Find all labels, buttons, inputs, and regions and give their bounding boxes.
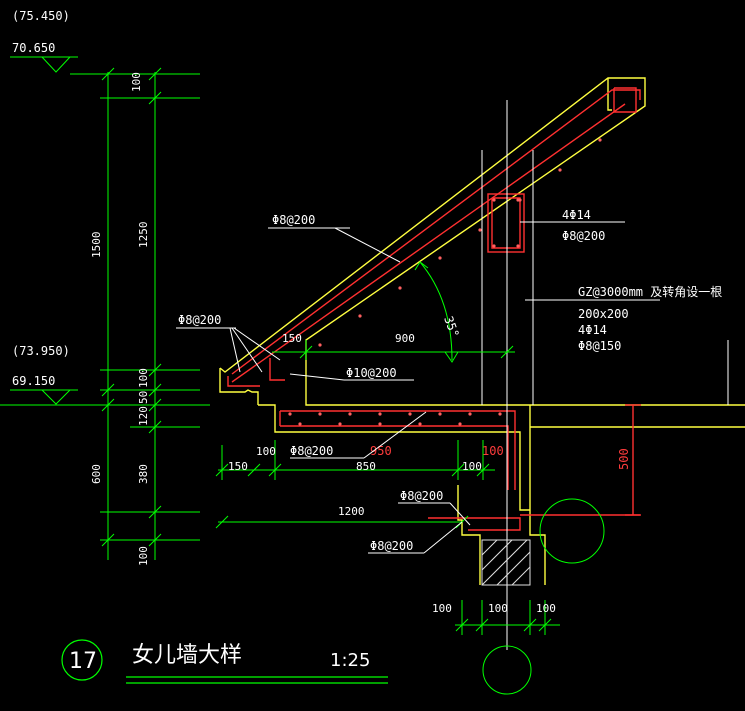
title-block: 17 女儿墙大样 1:25	[61, 639, 388, 684]
dim-1200: 1200	[338, 505, 365, 518]
dim-150-top: 150	[282, 332, 302, 345]
label-bottom-stirrup: Φ8@200	[370, 539, 413, 553]
dim-100-d: 100	[488, 602, 508, 615]
dim-600: 600	[90, 464, 103, 484]
detail-number: 17	[69, 649, 97, 674]
dim-100-e: 100	[536, 602, 556, 615]
dim-100-b: 100	[462, 460, 482, 473]
leader-lines	[176, 221, 660, 554]
dim-1500: 1500	[90, 232, 103, 259]
label-gz-size: 200x200	[578, 307, 629, 321]
dim-100-top: 100	[130, 72, 143, 92]
elevation-marker-top: (75.450) 70.650	[10, 9, 78, 73]
label-angle: 35°	[441, 314, 462, 339]
rebar-dots	[288, 138, 602, 426]
elevation-mid-value: 69.150	[12, 374, 55, 388]
label-right-stirrup: Φ8@200	[400, 489, 443, 503]
rebar-layout	[227, 87, 641, 531]
label-gz-main: 4Φ14	[578, 323, 607, 337]
dim-120: 120	[137, 406, 150, 426]
dim-50: 50	[137, 391, 150, 404]
dim-500: 500	[617, 448, 631, 470]
vertical-dimensions	[0, 67, 210, 560]
horizontal-dimensions	[215, 261, 605, 695]
dim-900: 900	[395, 332, 415, 345]
grid-lines	[481, 100, 729, 650]
label-dist-bar: Φ10@200	[346, 366, 397, 380]
vertical-dimension-labels: 100 1500 1250 100 50 120 600 380 100	[90, 72, 150, 566]
dim-100-a: 100	[256, 445, 276, 458]
label-col-main: 4Φ14	[562, 208, 591, 222]
elevation-mid-paren: (73.950)	[12, 344, 70, 358]
detail-scale: 1:25	[330, 650, 370, 671]
label-slab-stirrup: Φ8@200	[290, 444, 333, 458]
elevation-marker-mid: (73.950) 69.150	[10, 344, 78, 405]
horizontal-dimension-labels: 150 900 150 100 850 100 1200 100 100 100…	[228, 332, 631, 615]
rebar-annotations: Φ8@200 Φ8@200 Φ10@200 Φ8@200 Φ8@200 Φ8@2…	[178, 208, 722, 553]
dim-100-c: 100	[432, 602, 452, 615]
dim-150-left: 150	[228, 460, 248, 473]
dim-1250: 1250	[137, 222, 150, 249]
elevation-top-paren: (75.450)	[12, 9, 70, 23]
label-col-stirrup: Φ8@200	[562, 229, 605, 243]
dim-100-bot: 100	[137, 546, 150, 566]
dim-380: 380	[137, 464, 150, 484]
label-slope-stirrup: Φ8@200	[272, 213, 315, 227]
dim-950-red: 950	[370, 444, 392, 458]
dim-100-mid: 100	[137, 368, 150, 388]
dim-850: 850	[356, 460, 376, 473]
elevation-top-value: 70.650	[12, 41, 55, 55]
dim-100-red: 100	[482, 444, 504, 458]
label-gz-stirrup: Φ8@150	[578, 339, 621, 353]
detail-title: 女儿墙大样	[132, 643, 242, 668]
label-left-stirrup: Φ8@200	[178, 313, 221, 327]
label-gz-title: GZ@3000mm 及转角设一根	[578, 284, 722, 299]
hatch-area	[481, 539, 531, 586]
